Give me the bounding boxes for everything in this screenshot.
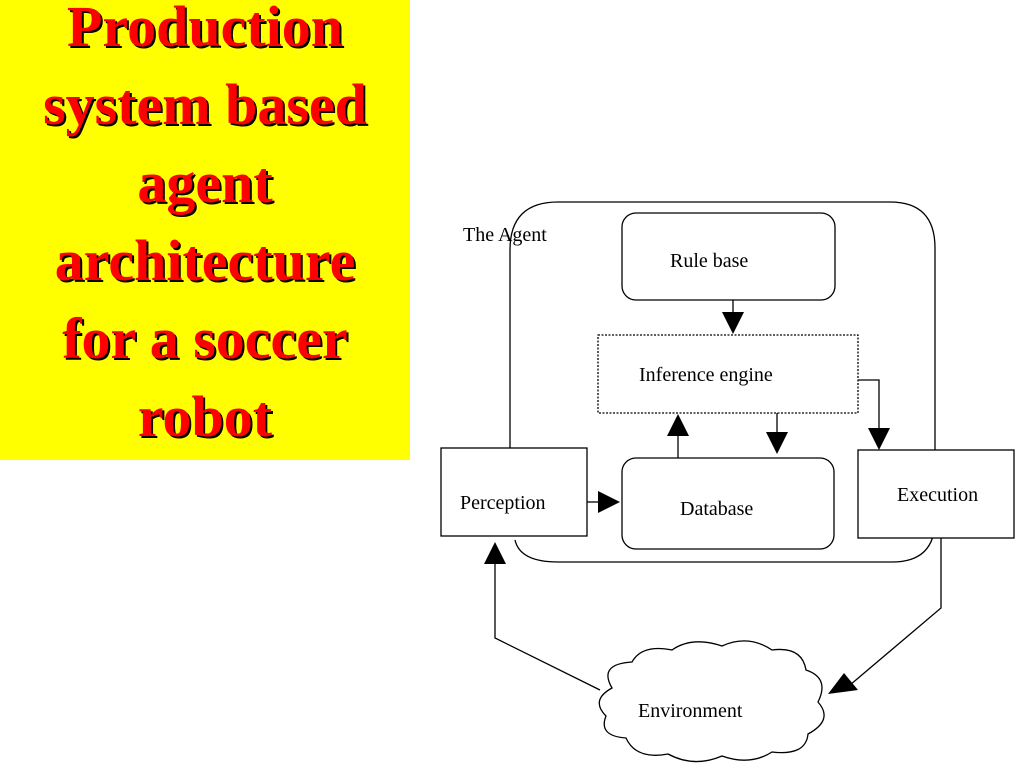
- environment-cloud: [598, 640, 825, 763]
- database-box: [621, 457, 835, 550]
- execution-box: [857, 449, 1015, 539]
- title-line-1: Production: [66, 0, 344, 59]
- rule-base-box: [621, 212, 836, 301]
- title-line-6: robot: [137, 384, 273, 449]
- agent-boundary: [509, 201, 936, 563]
- rule-base-label: Rule base: [670, 250, 748, 272]
- arrowhead-database-to-inference: [667, 414, 689, 436]
- arrowhead-perception-to-database: [598, 491, 620, 513]
- perception-box: [440, 447, 588, 537]
- inference-engine-label: Inference engine: [639, 364, 773, 386]
- title-line-2: system based: [43, 72, 367, 137]
- arrow-inference-to-execution: [858, 379, 880, 428]
- arrowhead-environment-to-perception: [484, 542, 506, 564]
- execution-label: Execution: [897, 484, 978, 506]
- title-line-3: agent: [137, 150, 273, 215]
- database-label: Database: [680, 498, 753, 520]
- perception-label: Perception: [460, 492, 546, 514]
- title-panel: Production system based agent architectu…: [0, 0, 410, 460]
- arrowhead-execution-to-environment: [828, 673, 858, 694]
- inference-engine-box: [597, 334, 859, 414]
- arrowhead-rule-to-inference: [722, 312, 744, 334]
- title-line-5: for a soccer: [62, 306, 348, 371]
- arrow-execution-to-environment: [849, 538, 942, 686]
- agent-label: The Agent: [463, 224, 547, 246]
- arrow-environment-to-perception: [494, 564, 601, 691]
- title-line-4: architecture: [54, 228, 356, 293]
- slide-title: Production system based agent architectu…: [0, 0, 410, 456]
- arrowhead-inference-to-execution: [868, 428, 890, 450]
- arrowhead-inference-to-database: [766, 432, 788, 454]
- environment-label: Environment: [638, 700, 743, 722]
